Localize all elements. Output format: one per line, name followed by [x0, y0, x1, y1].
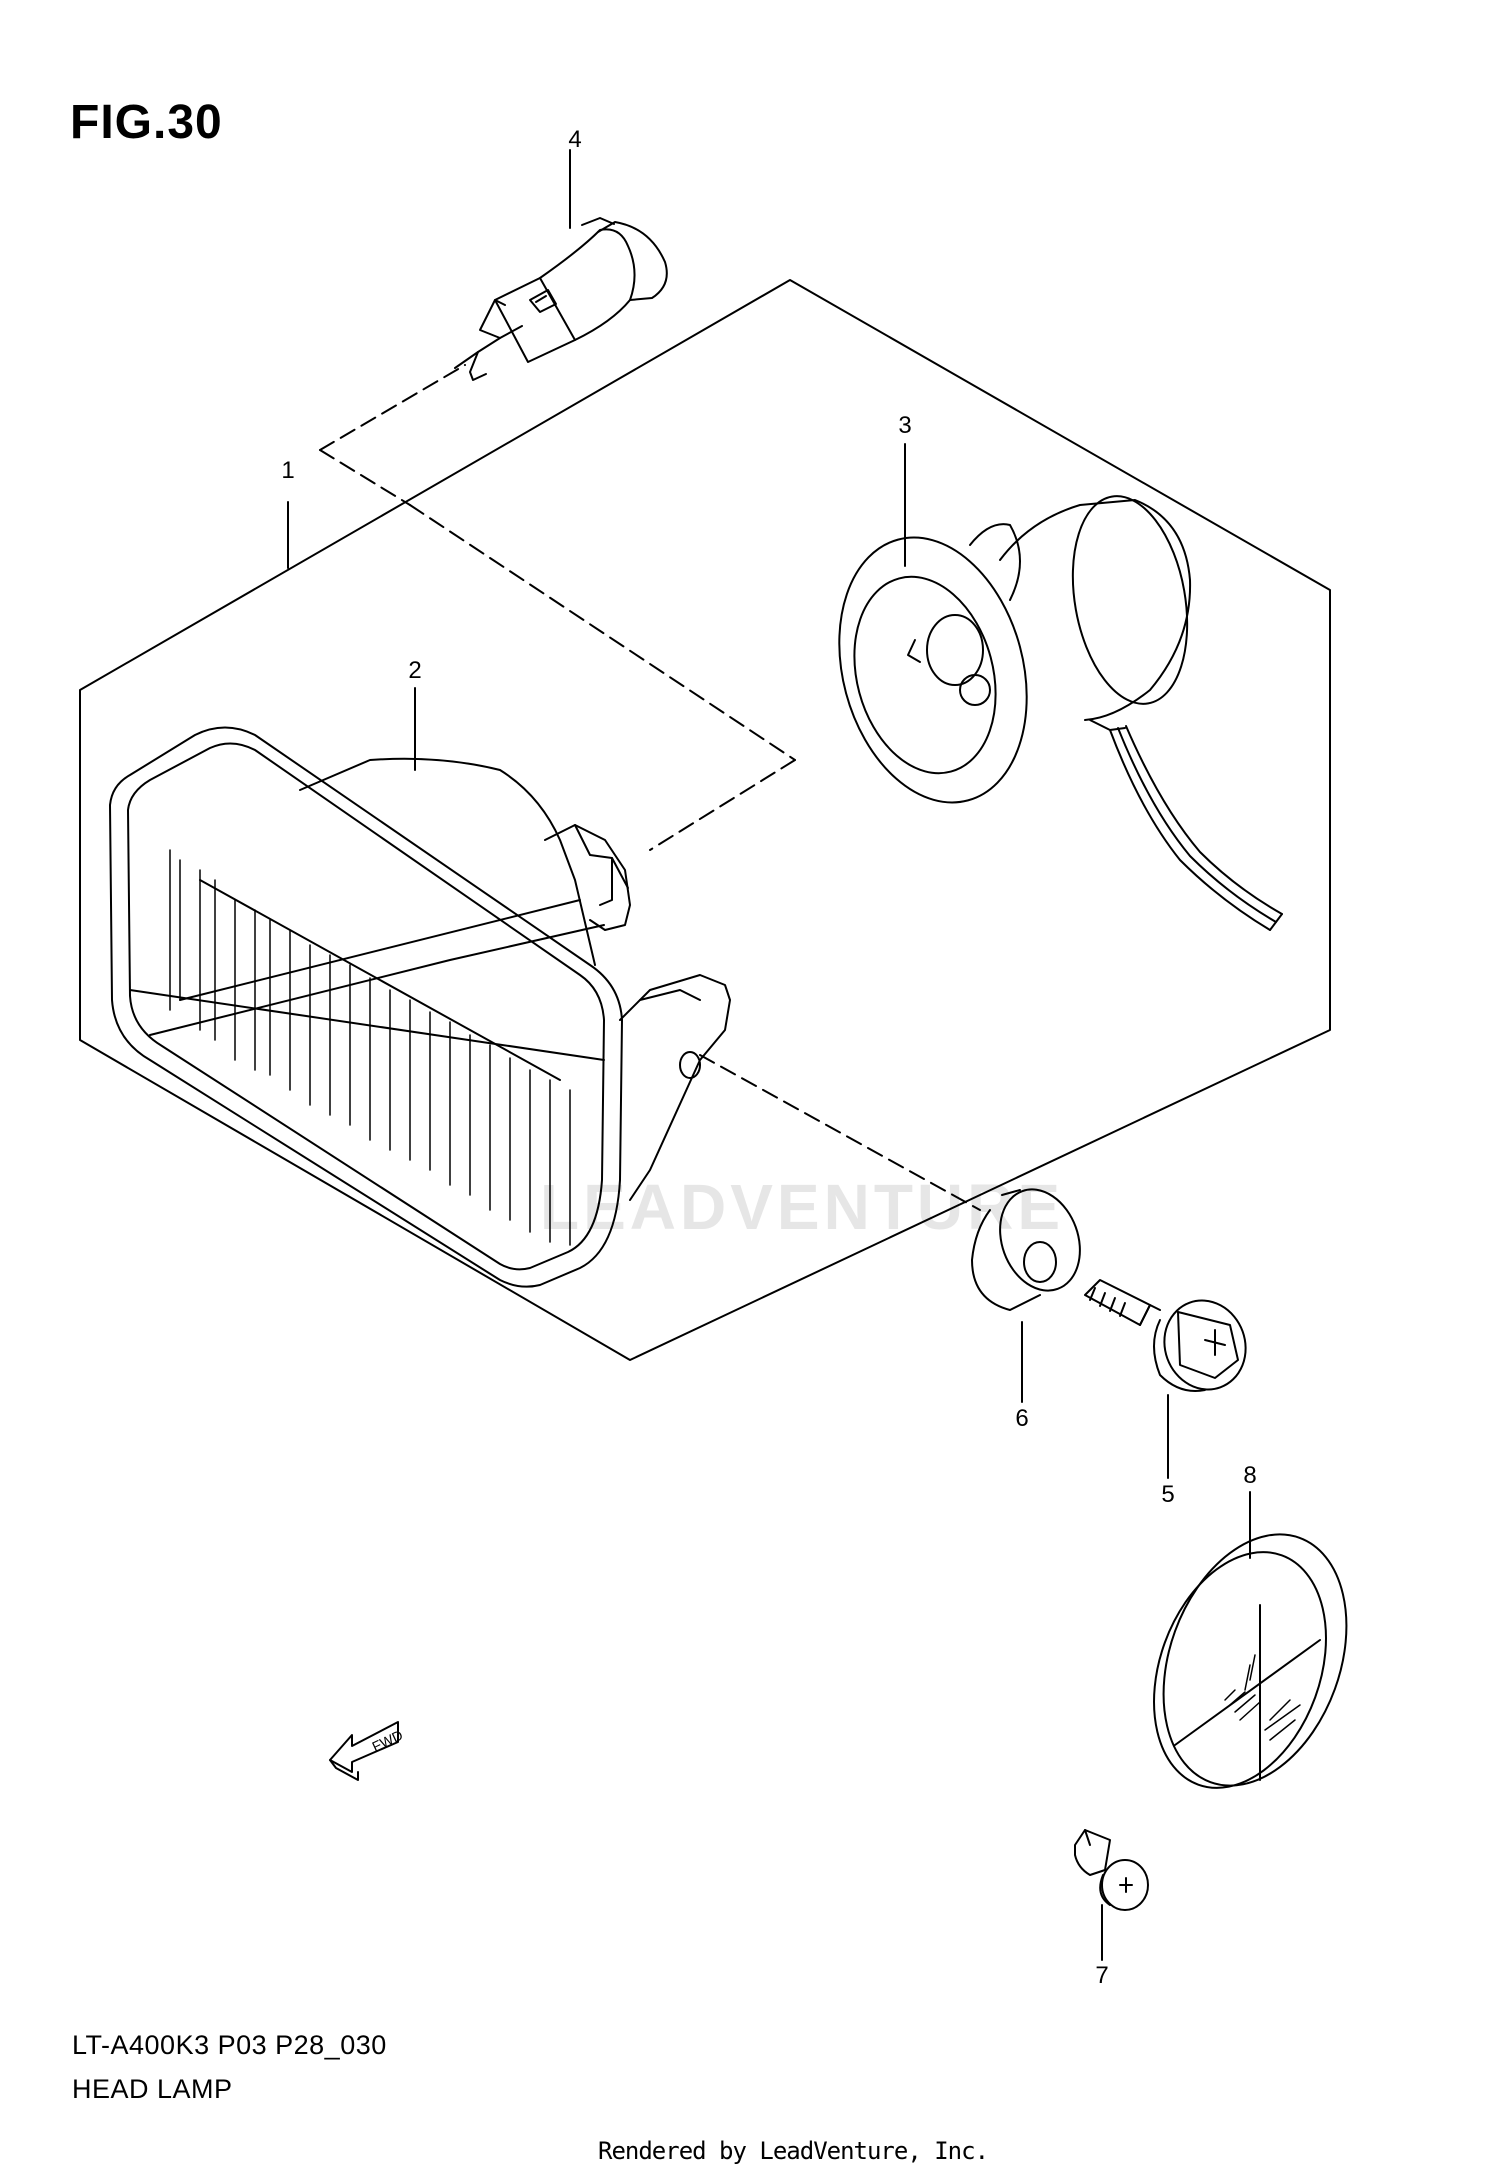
callout-2: 2 — [408, 657, 421, 684]
leader-lines — [319, 364, 981, 1211]
figure-title: FIG.30 — [70, 96, 223, 149]
render-credit: Rendered by LeadVenture, Inc. — [598, 2137, 989, 2165]
forward-arrow — [329, 1721, 399, 1781]
assembly-boundary — [79, 279, 1331, 1361]
cushion-part-6 — [971, 1188, 1081, 1311]
callout-4: 4 — [568, 126, 581, 153]
screw-part-7 — [1074, 1829, 1149, 1911]
socket-part-3 — [838, 495, 1283, 931]
model-code: LT-A400K3 P03 P28_030 — [72, 2030, 387, 2060]
callout-1: 1 — [281, 457, 294, 484]
lens-hatching — [169, 849, 571, 1246]
callout-6: 6 — [1015, 1405, 1028, 1432]
callout-3: 3 — [898, 412, 911, 439]
bulb-part-4 — [454, 217, 668, 381]
screw-part-5 — [1084, 1279, 1247, 1392]
callout-leaders — [287, 149, 1251, 1961]
callout-5: 5 — [1161, 1481, 1174, 1508]
fwd-label: FWD — [370, 1727, 406, 1755]
figure-name: HEAD LAMP — [72, 2074, 233, 2104]
callout-8: 8 — [1243, 1462, 1256, 1489]
callout-7: 7 — [1095, 1962, 1108, 1989]
cap-part-8 — [1153, 1533, 1348, 1789]
headlamp-unit-part-2 — [109, 726, 731, 1288]
